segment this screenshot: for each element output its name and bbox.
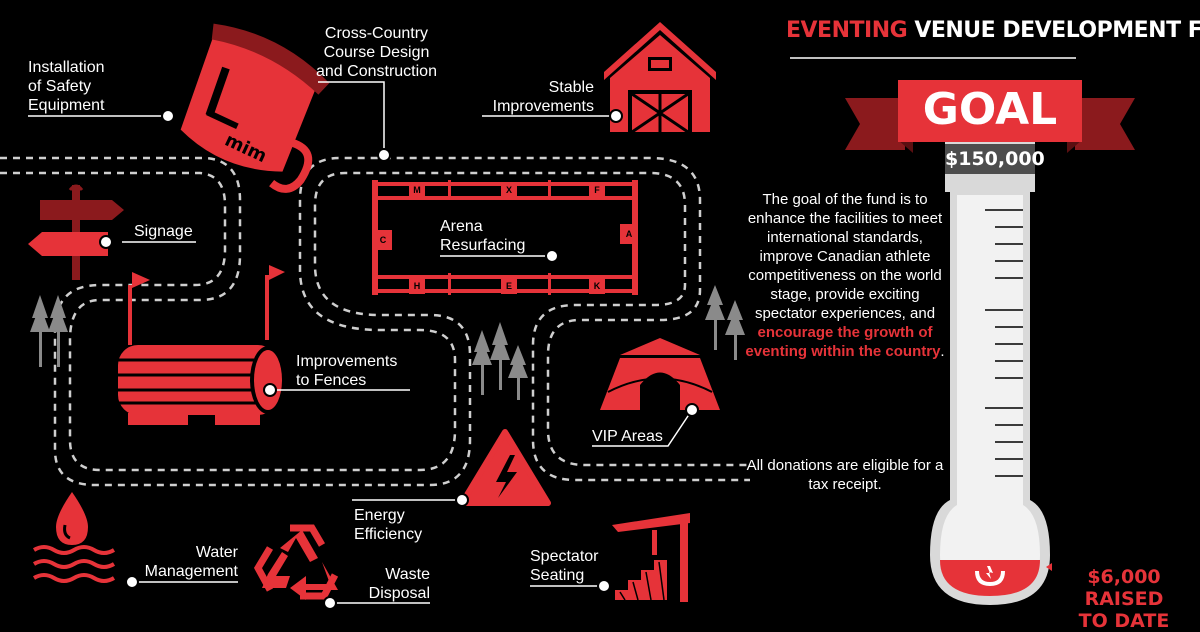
label-energy-efficiency: Energy Efficiency (354, 506, 422, 544)
label-line: and Construction (316, 63, 437, 80)
fund-description: The goal of the fund is to enhance the f… (745, 190, 945, 361)
arena-letter-a: A (626, 229, 633, 239)
label-safety-equipment: Installation of Safety Equipment (28, 58, 105, 115)
tax-receipt-note: All donations are eligible for a tax rec… (746, 457, 944, 493)
label-line: of Safety (28, 78, 92, 95)
label-line: Management (144, 563, 238, 580)
label-line: VIP Areas (592, 428, 663, 445)
course-path (0, 156, 750, 487)
label-vip-areas: VIP Areas (592, 427, 663, 446)
recycle-icon (253, 524, 339, 600)
arena-letter-m: M (413, 185, 421, 195)
raised-amount: $6,000 RAISED (1084, 566, 1164, 610)
log-fence-icon (118, 265, 286, 425)
arena-letter-x: X (506, 185, 512, 195)
goal-label: GOAL (922, 84, 1058, 135)
label-line: Water (195, 544, 238, 561)
label-line: Disposal (368, 585, 430, 602)
signpost-icon (28, 184, 124, 280)
label-line: Spectator (530, 548, 599, 565)
helmet-icon: mim (180, 23, 330, 193)
label-line: Improvements (296, 353, 398, 370)
arena-letter-c: C (380, 235, 387, 245)
label-improvements-fences: Improvements to Fences (296, 352, 397, 390)
label-line: Waste (385, 566, 430, 583)
label-spectator-seating: Spectator Seating (530, 547, 598, 585)
leader-dots (99, 109, 699, 610)
arena-icon: M X F H E K C A (372, 180, 638, 295)
label-signage: Signage (134, 222, 193, 241)
trees-left-icon (30, 295, 68, 367)
label-line: Installation (28, 59, 105, 76)
title-accent: EVENTING (786, 18, 908, 43)
label-line: Arena (440, 218, 483, 235)
description-highlight: encourage the growth of eventing within … (745, 324, 941, 360)
label-stable-improvements: Stable Improvements (480, 78, 594, 116)
thermometer-icon (790, 57, 1135, 605)
title-rest: VENUE DEVELOPMENT FUND (914, 18, 1200, 43)
arena-letter-f: F (594, 185, 600, 195)
label-line: Cross-Country (324, 25, 429, 42)
tent-icon (600, 338, 720, 410)
arena-letter-e: E (506, 281, 512, 291)
label-line: to Fences (296, 372, 367, 389)
label-line: Seating (530, 567, 585, 584)
barn-icon (604, 22, 716, 134)
trees-right-icon (705, 285, 745, 360)
label-line: Efficiency (354, 526, 423, 543)
goal-amount-box: $150,000 (945, 144, 1045, 174)
label-line: Improvements (492, 98, 594, 115)
leader-lines (28, 81, 693, 604)
trees-center-icon (472, 322, 528, 400)
label-arena-resurfacing: Arena Resurfacing (440, 217, 525, 255)
goal-amount: $150,000 (945, 148, 1045, 170)
label-cross-country-course: Cross-Country Course Design and Construc… (316, 24, 437, 81)
bleachers-icon (612, 513, 690, 602)
raised-to-date: $6,000 RAISED TO DATE (1050, 566, 1198, 632)
label-line: Equipment (28, 97, 105, 114)
energy-warning-icon (459, 429, 551, 506)
label-line: Energy (354, 507, 405, 524)
label-line: Course Design (323, 44, 430, 61)
label-water-management: Water Management (120, 543, 238, 581)
description-text: The goal of the fund is to enhance the f… (747, 191, 943, 322)
water-drop-icon (32, 492, 116, 583)
raised-suffix: TO DATE (1078, 610, 1170, 632)
label-waste-disposal: Waste Disposal (340, 565, 430, 603)
arena-letter-k: K (594, 281, 601, 291)
page-title: EVENTING VENUE DEVELOPMENT FUND (786, 18, 1200, 43)
label-line: Signage (134, 223, 193, 240)
label-line: Resurfacing (440, 237, 526, 254)
label-line: Stable (548, 79, 594, 96)
description-end: . (940, 343, 945, 360)
arena-letter-h: H (414, 281, 421, 291)
